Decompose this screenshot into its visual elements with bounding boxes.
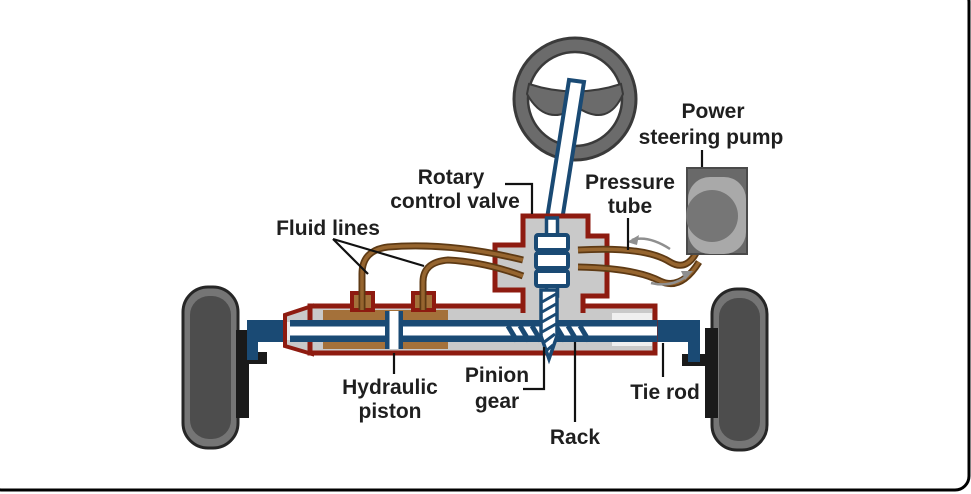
right-knuckle [705,328,718,418]
hydraulic-piston [385,311,403,349]
piston-core [389,311,399,349]
spool-collar-3 [534,269,570,288]
label-rotary-control-valve-line1: Rotary [418,166,485,189]
right-wheel [710,287,769,452]
spool-collar-2 [534,251,570,270]
flow-arrow-right-head [681,271,693,280]
flow-arrow-left-head [627,235,639,245]
fluid-line-left-a [360,244,524,310]
labels: Power steering pump Pressure tube Rotary… [276,100,783,449]
right-tire-tread [719,298,760,441]
fluid-line-left-b [421,258,524,310]
label-power-steering-pump-line1: Power [681,100,744,123]
rack-assembly [283,291,658,357]
left-tie-rod [247,320,292,360]
rack-bar-core [290,326,657,336]
pressure-tube [577,246,701,267]
right-tie-rod [653,320,700,362]
end-cap-stripe-top [612,313,652,321]
label-pinion-gear-line2: gear [475,390,519,413]
label-tie-rod: Tie rod [630,381,700,404]
leader-pinion-gear [523,347,546,391]
label-hydraulic-piston-line1: Hydraulic [342,376,438,399]
label-pressure-tube-line2: tube [608,195,652,218]
valve-spool [534,216,570,365]
power-steering-pump [686,167,748,255]
label-hydraulic-piston-line2: piston [359,400,422,423]
leader-lines [332,150,704,422]
label-pressure-tube-line1: Pressure [585,171,675,194]
label-rotary-control-valve-line2: control valve [390,190,520,213]
label-rack: Rack [550,426,601,449]
leader-fluid-line-1 [332,238,369,275]
valve-housing-outline [492,213,610,313]
tie-rods [247,320,700,362]
label-pinion-gear-line1: Pinion [465,364,529,387]
left-tire-tread [190,296,231,439]
flow-arrows [627,235,693,286]
left-wheel [181,285,240,450]
leader-rotary-control-valve [505,182,534,214]
spool-collar-1 [534,233,570,252]
label-power-steering-pump-line2: steering pump [639,126,784,149]
label-fluid-lines: Fluid lines [276,217,380,240]
pump-rotor [686,190,738,242]
pinion-gear-threads [541,292,557,353]
leader-fluid-line-2 [332,237,425,268]
